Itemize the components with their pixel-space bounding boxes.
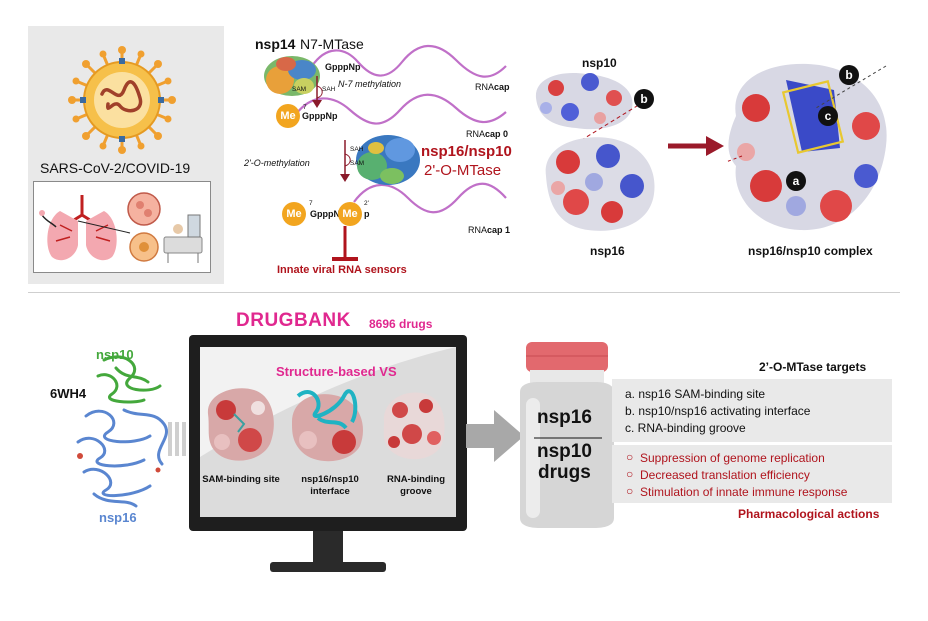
inhibition-symbol <box>332 226 358 261</box>
marker-b: b <box>839 65 859 85</box>
nsp16-ribbon-label: nsp16 <box>99 510 137 525</box>
cap0-label: cap 0 <box>485 129 509 139</box>
action-item-1: Suppression of genome replication <box>640 451 825 465</box>
bottle-nsp10: nsp10 <box>537 441 592 462</box>
n7-methylation-label: N-7 methylation <box>338 79 402 89</box>
methyl-group-1: Me <box>276 104 300 128</box>
sam-label-2: SAM <box>350 160 365 167</box>
nsp10-label-top: nsp10 <box>582 56 617 70</box>
ribbon-structure <box>76 355 168 508</box>
caption-interface-line2: interface <box>310 486 350 497</box>
innate-sensors-label: Innate viral RNA sensors <box>277 264 407 276</box>
drug-count: 8696 drugs <box>369 317 433 331</box>
nsp16-surface <box>545 137 655 231</box>
marker-c: c <box>818 106 838 126</box>
complex-arrow <box>668 136 724 156</box>
drugbank-logo: DRUGBANK <box>236 310 351 331</box>
nsp16-nsp10-title: nsp16/nsp10 <box>421 143 512 160</box>
nsp14-name: nsp14 <box>255 36 296 52</box>
section-divider <box>28 292 900 293</box>
complex-surface <box>725 63 887 231</box>
methyl-group-2: Me <box>282 202 306 226</box>
action-bullet-3: ○ <box>626 484 634 498</box>
interface-surface <box>292 389 364 462</box>
caption-interface-line1: nsp16/nsp10 <box>301 474 359 485</box>
arrow-to-bottle <box>466 410 524 462</box>
action-item-2: Decreased translation efficiency <box>640 468 810 482</box>
target-item-b: b. nsp10/nsp16 activating interface <box>625 404 811 418</box>
nsp16-nsp10-protein-icon <box>356 135 420 185</box>
me-p: p <box>364 209 370 219</box>
cap-label: cap <box>494 82 510 92</box>
nsp10-ribbon-label: nsp10 <box>96 347 134 362</box>
o-mtase-title: 2'-O-MTase <box>424 162 502 179</box>
rna-label-3: RNA <box>468 225 488 235</box>
rna-label-1: RNA <box>475 82 495 92</box>
marker-b-small: b <box>634 89 654 109</box>
target-item-a: a. nsp16 SAM-binding site <box>625 387 766 401</box>
cap1-label: cap 1 <box>487 225 511 235</box>
nsp14-role: N7-MTase <box>300 36 364 52</box>
methyl-group-3: Me <box>338 202 362 226</box>
me-superscript-7: 7 <box>303 104 307 111</box>
o-methylation-label: 2'-O-methylation <box>244 158 310 168</box>
monitor-base <box>270 562 386 572</box>
drug-bottle <box>520 342 614 528</box>
sam-site-surface <box>207 388 274 461</box>
pdb-id-label: 6WH4 <box>50 386 87 401</box>
nsp16-label-top: nsp16 <box>590 244 625 258</box>
lungs-illustration <box>39 192 203 263</box>
action-item-3: Stimulation of innate immune response <box>640 485 848 499</box>
targets-header: 2’-O-MTase targets <box>759 360 867 374</box>
virus-title: SARS-CoV-2/COVID-19 <box>40 160 191 176</box>
complex-label: nsp16/nsp10 complex <box>748 244 873 258</box>
rna-groove-surface <box>383 392 445 460</box>
caption-rna-line2: groove <box>400 486 432 497</box>
sah-label-2: SAH <box>350 146 364 153</box>
virus-icon <box>68 46 176 154</box>
actions-footer: Pharmacological actions <box>738 507 880 521</box>
bottle-drugs: drugs <box>538 462 591 483</box>
caption-sam-site: SAM-binding site <box>202 474 280 485</box>
methylation-arrow-1 <box>312 76 323 108</box>
me-superscript-7b: 7 <box>309 200 313 207</box>
vs-title: Structure-based VS <box>276 364 397 379</box>
rna-label-2: RNA <box>466 129 486 139</box>
sam-label-1: SAM <box>292 86 307 93</box>
bottle-nsp16: nsp16 <box>537 407 592 428</box>
sah-label-1: SAH <box>322 86 336 93</box>
rna-strands <box>295 44 507 214</box>
me-gpppn: GpppN <box>310 209 340 219</box>
targets-panel <box>612 379 892 442</box>
nsp10-surface <box>535 73 633 130</box>
nsp14-protein-icon <box>264 56 320 96</box>
caption-rna-line1: RNA-binding <box>386 474 446 485</box>
methylation-arrow-2 <box>340 140 351 182</box>
action-bullet-2: ○ <box>626 467 634 481</box>
monitor-neck <box>313 531 343 563</box>
actions-panel <box>612 445 892 503</box>
cap-gpppnp: GpppNp <box>325 62 361 72</box>
target-item-c: c. RNA-binding groove <box>625 421 746 435</box>
me-superscript-2: 2' <box>364 200 369 207</box>
me-gpppnp: GpppNp <box>302 111 338 121</box>
marker-a: a <box>786 171 806 191</box>
action-bullet-1: ○ <box>626 450 634 464</box>
